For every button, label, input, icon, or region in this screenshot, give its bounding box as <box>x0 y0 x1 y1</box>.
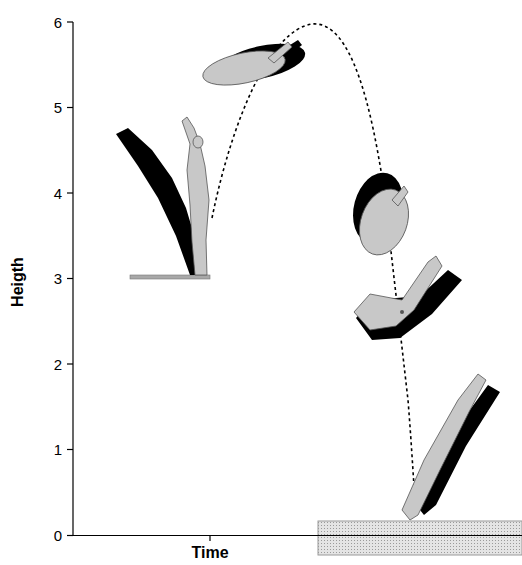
diver-pike <box>354 256 462 340</box>
axis-title: Heigth <box>10 257 26 307</box>
diver-tuck-falling <box>346 167 418 262</box>
tick-label: 2 <box>54 357 62 372</box>
tick-label: 3 <box>54 271 62 286</box>
tick-label: 0 <box>54 528 62 543</box>
water-surface <box>318 521 522 555</box>
diver-entry <box>402 374 500 520</box>
diver-tuck-top <box>200 37 309 91</box>
axes <box>67 22 522 541</box>
axis-title: Time <box>191 545 228 561</box>
diver-takeoff <box>116 117 209 275</box>
tick-label: 5 <box>54 100 62 115</box>
trajectory <box>212 24 416 515</box>
tick-label: 4 <box>54 186 62 201</box>
tick-label: 6 <box>54 15 62 30</box>
diving-board <box>130 275 210 279</box>
tick-label: 1 <box>54 442 62 457</box>
